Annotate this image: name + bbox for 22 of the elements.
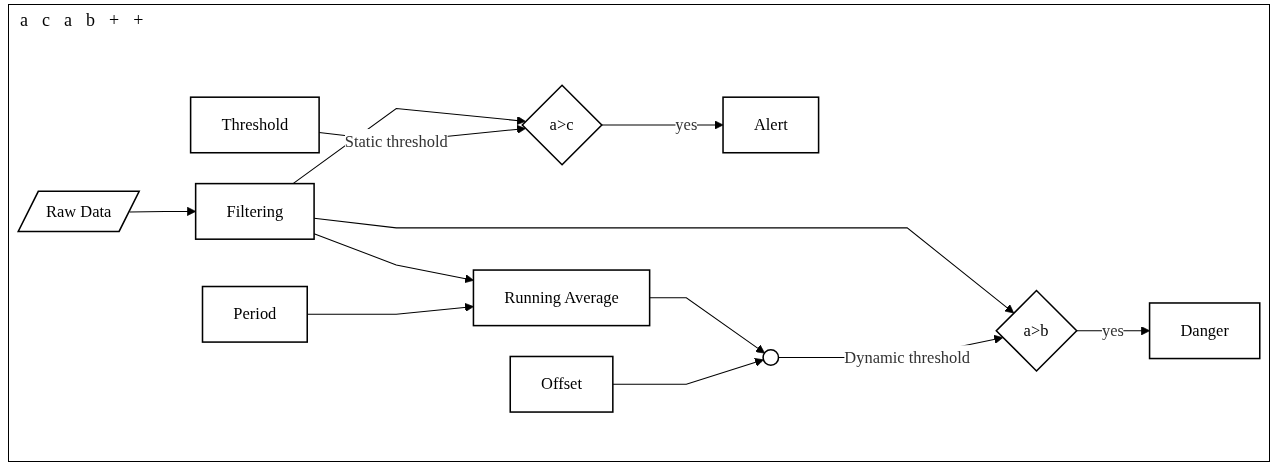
arrow [612,358,764,386]
node-box: Period [201,286,308,344]
node-diamond: a>c [521,84,603,167]
arrow [649,297,765,354]
node-box: Danger [1148,302,1261,360]
edge-label: Static threshold [344,132,448,151]
edge-label: Dynamic threshold [844,348,971,367]
edge-label: yes [675,116,698,134]
edge-label: yes [1101,321,1124,340]
port-label: b [86,10,95,31]
node-diamond: a>b [995,289,1078,373]
port-label: a [20,10,28,31]
port-label: a [64,10,72,31]
node-box: Threshold [189,96,320,154]
node-box: Filtering [194,183,315,241]
node-box: Offset [509,356,614,414]
node-circle [762,349,780,367]
port-label: c [42,10,50,31]
port-label: + [133,10,144,31]
port-label: + [109,10,120,31]
node-box: Alert [722,96,820,154]
node-box: Running Average [472,269,651,327]
